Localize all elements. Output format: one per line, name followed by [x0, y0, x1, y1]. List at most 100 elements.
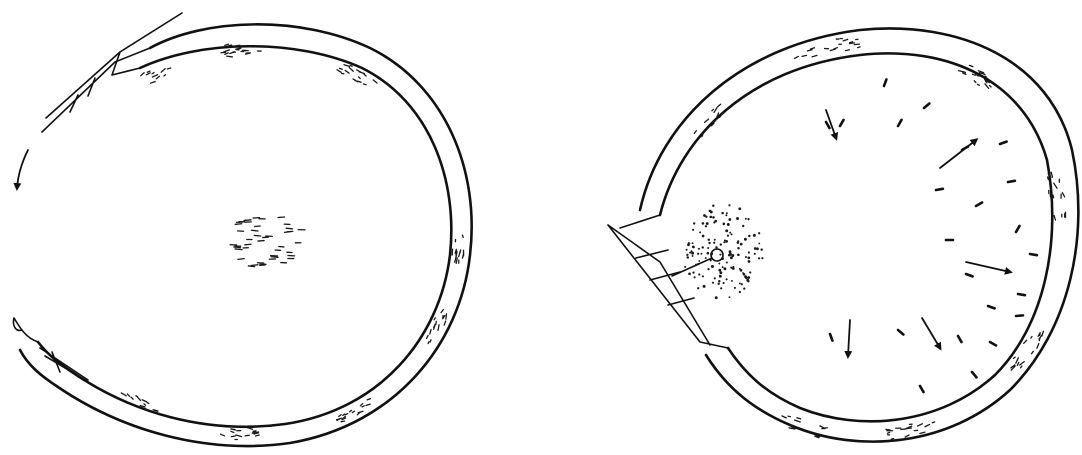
left-cluster-particle — [245, 244, 251, 245]
right-speckle — [707, 252, 710, 255]
right-speckle — [687, 256, 689, 258]
left-hatch-mark — [341, 421, 344, 422]
left-hatch-mark — [455, 257, 456, 262]
right-speckle — [720, 287, 722, 289]
left-hatch-mark — [138, 398, 141, 401]
right-particle-dash — [990, 342, 996, 346]
right-hatch-mark — [802, 55, 806, 56]
left-hatch-mark — [359, 72, 364, 74]
right-hatch-mark — [858, 47, 860, 48]
right-speckle — [731, 254, 734, 257]
left-hatch-mark — [360, 404, 362, 406]
right-particle-dash — [976, 203, 982, 207]
right-hatch-mark — [820, 426, 825, 428]
left-hatch-mark — [364, 74, 366, 76]
right-speckle — [739, 282, 741, 284]
right-speckle — [728, 254, 731, 257]
right-particle-dash — [988, 306, 995, 308]
right-speckle — [737, 241, 740, 244]
right-speckle — [721, 212, 723, 214]
left-hatch-mark — [156, 76, 159, 79]
left-hatch-mark — [438, 325, 439, 330]
right-speckle — [753, 234, 756, 237]
right-hatch-mark — [891, 438, 893, 439]
right-speckle — [689, 252, 691, 254]
left-hatch-mark — [446, 314, 447, 319]
left-hatch-mark — [231, 431, 234, 432]
right-hatch-mark — [788, 416, 790, 417]
right-particle-dash — [830, 334, 832, 341]
left-cluster-particle — [278, 217, 284, 218]
right-speckle — [723, 241, 725, 243]
right-speckle — [712, 282, 714, 284]
right-particle-dash — [1018, 294, 1025, 295]
right-speckle — [726, 262, 728, 264]
left-hatch-mark — [230, 52, 235, 54]
right-speckle-cloud — [684, 204, 763, 299]
right-speckle — [705, 225, 707, 227]
right-speckle — [706, 222, 709, 225]
right-speckle — [697, 263, 699, 265]
right-hatch-mark — [797, 418, 801, 419]
left-lower-lip-detail — [40, 348, 88, 380]
right-hatch-mark — [1040, 333, 1041, 335]
right-speckle — [698, 248, 700, 250]
left-hatch-mark — [352, 411, 354, 412]
left-hatch-mark — [428, 342, 429, 344]
right-hatch-mark — [811, 48, 815, 49]
left-hatch-mark — [131, 397, 133, 399]
right-speckle — [741, 283, 743, 285]
right-speckle — [742, 225, 744, 227]
right-speckle — [729, 250, 732, 253]
right-hatch-mark — [795, 420, 801, 422]
right-hatch-mark — [1042, 331, 1043, 336]
right-hatch-mark — [1048, 177, 1049, 179]
right-speckle — [719, 275, 722, 278]
right-speckle — [725, 229, 728, 232]
left-cluster-particle — [244, 220, 251, 221]
right-hatch-mark — [718, 104, 721, 107]
left-hatch-mark — [136, 396, 138, 397]
right-hatch-mark — [705, 119, 709, 122]
right-speckle — [744, 238, 747, 241]
left-hatch-mark — [349, 68, 353, 72]
left-cluster-particle — [263, 237, 269, 238]
right-particle-dash — [920, 386, 924, 392]
right-speckle — [691, 252, 694, 255]
right-speckle — [707, 247, 709, 249]
right-hatch-mark — [846, 50, 850, 51]
left-hatch-mark — [151, 82, 156, 84]
left-cluster-particle — [251, 230, 258, 231]
right-hatch-mark — [694, 131, 696, 134]
right-speckle — [725, 214, 727, 216]
right-hatch-mark — [925, 424, 930, 426]
right-hatch-mark — [1021, 366, 1022, 368]
right-speckle — [719, 254, 721, 256]
right-hatch-mark — [808, 50, 813, 51]
right-hatch-mark — [1017, 362, 1018, 365]
left-cluster-particle — [258, 241, 264, 242]
right-speckle — [702, 222, 705, 225]
right-hatch-mark — [849, 43, 854, 44]
right-speckle — [726, 278, 728, 280]
right-lip — [608, 215, 728, 348]
right-speckle — [694, 276, 696, 278]
right-speckle — [711, 265, 714, 268]
right-particle-dash — [958, 336, 962, 342]
right-hatch-mark — [834, 48, 838, 49]
left-hatch-mark — [167, 68, 170, 69]
right-speckle — [722, 266, 724, 268]
right-speckle — [745, 277, 748, 280]
left-hatch-mark — [367, 399, 370, 400]
right-hatch-mark — [932, 422, 934, 423]
right-hatch-mark — [901, 429, 906, 430]
left-hatch-mark — [362, 406, 364, 407]
right-speckle — [761, 257, 763, 259]
right-hatch-mark — [1062, 193, 1064, 197]
right-particle-dash — [840, 120, 844, 126]
left-cluster-particle — [255, 226, 260, 227]
right-speckle — [686, 254, 688, 256]
right-speckle — [727, 235, 729, 237]
right-hatch-mark — [969, 65, 973, 66]
